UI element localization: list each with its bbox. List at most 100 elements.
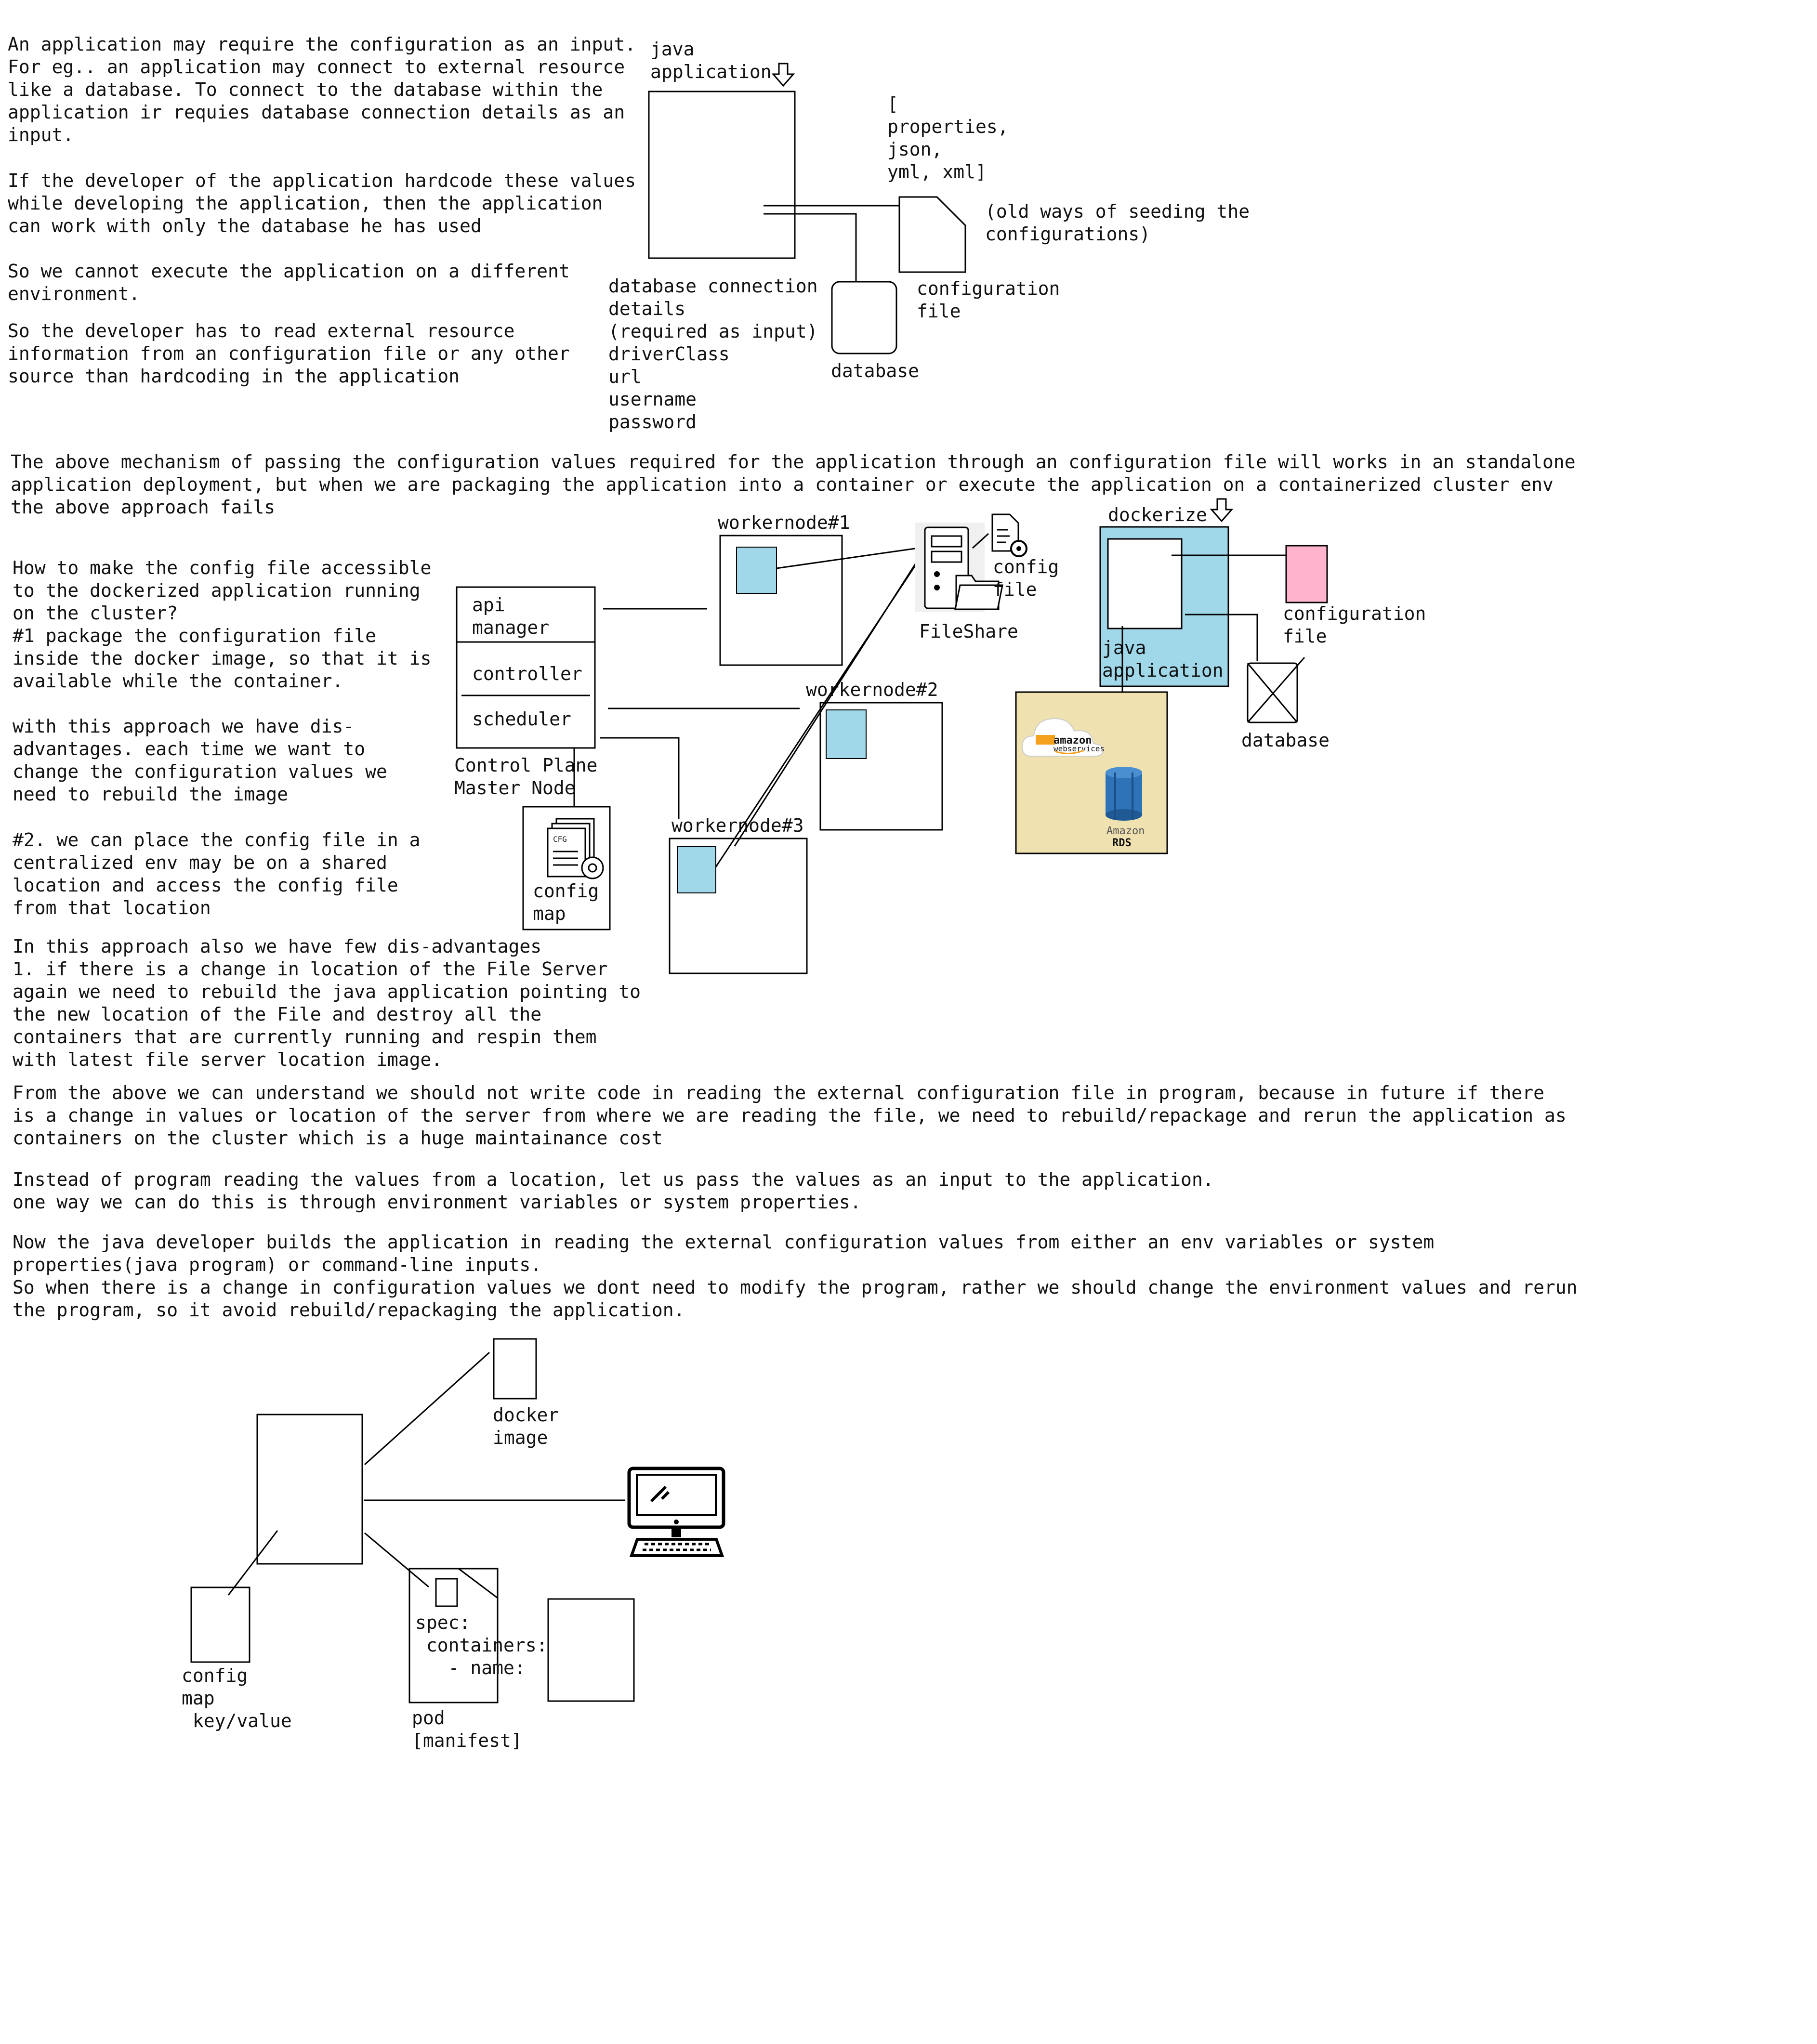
aws-logo-text: amazon: [1053, 734, 1092, 747]
crossed-db-x-2: [1247, 657, 1305, 723]
d2-config-map-label-2: map: [533, 903, 566, 924]
d1-dbconn-6: username: [608, 389, 697, 410]
d3-box-to-configmap-line: [227, 1530, 278, 1596]
app2-line-2: centralized env may be on a shared: [13, 852, 387, 873]
d3-config-map-box: [190, 1586, 250, 1663]
dis2-line-6: with latest file server location image.: [13, 1049, 442, 1070]
intro-line-2: For eg.. an application may connect to e…: [8, 56, 625, 78]
d1-dbconn-1: database connection: [608, 275, 818, 297]
hardcode-line-2: while developing the application, then t…: [8, 193, 603, 214]
d1-database-label: database: [831, 360, 919, 381]
workernode-3-pod: [677, 846, 716, 893]
cannot-line-2: environment.: [8, 283, 140, 304]
d1-config-label-2: file: [917, 301, 961, 322]
d1-dbconn-7: password: [608, 411, 697, 432]
instead-line-2: one way we can do this is through enviro…: [13, 1192, 861, 1213]
fileshare-to-worker1-line: [776, 546, 925, 569]
cfg-document-icon: CFG: [547, 818, 604, 879]
aws-cloud-shape: [1021, 718, 1104, 757]
dis2-line-2: 1. if there is a change in location of t…: [13, 958, 607, 980]
d1-dbconn-2: details: [608, 298, 685, 319]
d1-java-label-2: application: [650, 61, 772, 82]
rds-cylinder-top: [1106, 767, 1142, 778]
d1-old-ways-1: (old ways of seeding the: [985, 201, 1250, 222]
workernode-1-pod: [736, 547, 777, 594]
d2-config-file-label-1: config: [993, 556, 1059, 577]
diagram-cluster: api manager controller scheduler Control…: [454, 498, 1426, 974]
mechanism-line-2: application deployment, but when we are …: [11, 474, 1554, 495]
text-now: Now the java developer builds the applic…: [13, 1232, 1578, 1321]
d1-configuration-file-icon: [898, 196, 966, 273]
diagram-pod: docker image config map key/value spec: …: [182, 1338, 725, 1751]
dis1-line-1: with this approach we have dis-: [13, 716, 354, 737]
d1-formats-2: properties,: [887, 116, 1009, 137]
app2-line-1: #2. we can place the config file in a: [13, 829, 420, 851]
rds-cylinder-bottom: [1106, 809, 1142, 821]
dis1-line-4: need to rebuild the image: [13, 784, 288, 805]
workernode-1-label: workernode#1: [718, 512, 850, 533]
fileshare-led-1: [934, 571, 940, 577]
folder-front: [954, 584, 1003, 610]
computer-monitor-icon: [627, 1467, 725, 1557]
text-how-to: How to make the config file accessible t…: [13, 557, 431, 692]
dis1-line-2: advantages. each time we want to: [13, 738, 365, 760]
d3-pod-label-2: [manifest]: [412, 1730, 522, 1751]
rds-database-icon: [1106, 767, 1142, 821]
d1-formats-4: yml, xml]: [887, 161, 987, 183]
d1-dbconn-5: url: [608, 366, 642, 387]
howto-line-6: available while the container.: [13, 670, 343, 692]
d1-app-to-db-connector: [764, 213, 857, 282]
d3-pod-manifest-box: [408, 1568, 499, 1703]
howto-line-2: to the dockerized application running: [13, 580, 420, 601]
dis2-line-5: containers that are currently running an…: [13, 1026, 597, 1048]
now-line-1: Now the java developer builds the applic…: [13, 1232, 1434, 1253]
read-line-2: information from an configuration file o…: [8, 343, 570, 364]
monitor-stand: [672, 1529, 681, 1537]
fileshare-label: FileShare: [919, 621, 1018, 642]
d2-database-label: database: [1241, 730, 1330, 751]
dis1-line-3: change the configuration values we: [13, 761, 387, 782]
control-plane-label-1: Control Plane: [454, 755, 597, 776]
fileshare-slot-1: [931, 535, 962, 548]
cfg-doc-front: [547, 827, 586, 878]
hardcode-line-3: can work with only the database he has u…: [8, 215, 482, 236]
app2-line-3: location and access the config file: [13, 875, 398, 896]
from-line-3: containers on the cluster which is a hug…: [13, 1127, 663, 1149]
monitor-power-dot: [674, 1520, 679, 1524]
text-intro: An application may require the configura…: [8, 34, 636, 145]
d3-extra-box: [547, 1598, 635, 1702]
d1-formats-1: [: [887, 93, 898, 115]
dis2-line-4: the new location of the File and destroy…: [13, 1004, 541, 1025]
text-disadvantages-1: with this approach we have dis- advantag…: [13, 716, 387, 805]
fileshare-led-2: [934, 585, 940, 590]
workernode-3-label: workernode#3: [672, 815, 804, 836]
control-plane-box: [456, 586, 596, 749]
d3-config-map-label-3: key/value: [182, 1710, 292, 1731]
d1-config-label-1: configuration: [917, 278, 1060, 299]
aws-boxes-icon: [1036, 735, 1055, 745]
fileshare-slot-2: [931, 550, 962, 563]
d3-pod-manifest-line-2: containers:: [415, 1635, 548, 1656]
dockerize-arrow-icon: [1210, 498, 1234, 523]
from-line-1: From the above we can understand we shou…: [13, 1082, 1544, 1103]
rds-label-rds: RDS: [1112, 837, 1132, 849]
d1-file-fold: [936, 196, 966, 226]
text-approach-2: #2. we can place the config file in a ce…: [13, 829, 420, 918]
app2-line-4: from that location: [13, 897, 211, 918]
d2-configuration-file-label-2: file: [1283, 626, 1327, 647]
fileshare-to-config-line: [972, 533, 989, 549]
controller-label: controller: [472, 663, 582, 684]
d1-java-application-box: [648, 91, 796, 259]
d2-config-map-label-1: config: [533, 880, 599, 902]
text-from-above: From the above we can understand we shou…: [13, 1082, 1567, 1149]
cfg-doc-text: CFG: [553, 835, 567, 844]
text-read-external: So the developer has to read external re…: [8, 320, 570, 387]
d2-config-file-label-2: file: [993, 579, 1037, 600]
howto-line-1: How to make the config file accessible: [13, 557, 431, 578]
config-file-gear-icon: [991, 513, 1027, 557]
fileshare-server-icon: [915, 523, 1003, 612]
text-mechanism: The above mechanism of passing the confi…: [11, 451, 1576, 518]
control-plane-label-2: Master Node: [454, 777, 576, 799]
monitor-glare-2: [660, 1491, 670, 1500]
